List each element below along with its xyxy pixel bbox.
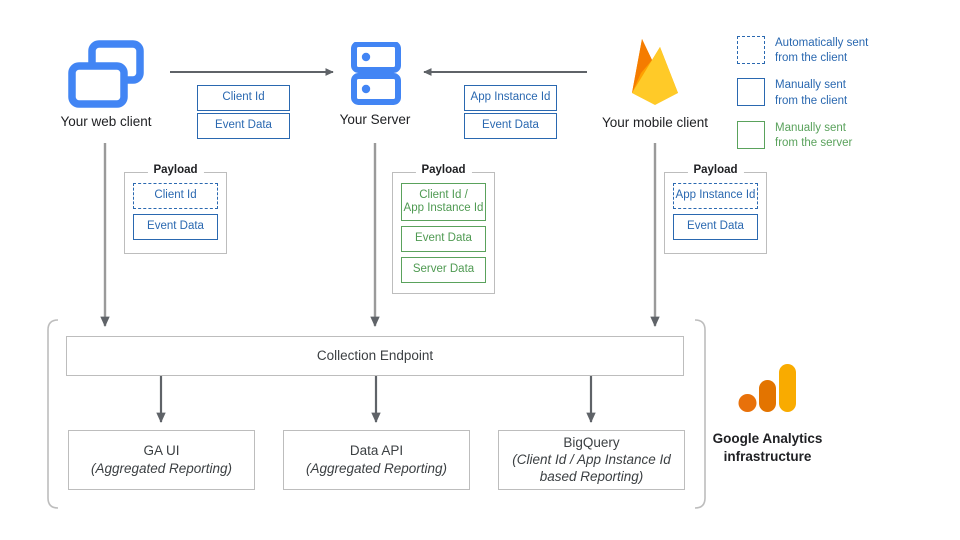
collection-endpoint-box[interactable]: Collection Endpoint bbox=[66, 336, 684, 376]
payload-item-client-id-app-instance-id: Client Id / App Instance Id bbox=[401, 183, 486, 221]
collection-endpoint-label: Collection Endpoint bbox=[316, 348, 434, 364]
google-analytics-label: Google Analytics infrastructure bbox=[712, 431, 823, 464]
infrastructure-bracket-right bbox=[694, 319, 706, 509]
chip-client-id: Client Id bbox=[197, 85, 290, 111]
server-rack-icon bbox=[351, 42, 401, 105]
payload-legend: Payload bbox=[147, 164, 204, 176]
chip-app-instance-id: App Instance Id bbox=[464, 85, 557, 111]
payload-item-server-data: Server Data bbox=[401, 257, 486, 283]
google-analytics-brand: Google Analytics infrastructure bbox=[700, 362, 835, 465]
legend-item-manual-client: Manually sent from the client bbox=[737, 78, 937, 108]
payload-item-client-id: Client Id bbox=[133, 183, 218, 209]
output-title: Data API bbox=[349, 443, 404, 459]
server-label: Your Server bbox=[339, 112, 411, 127]
payload-group-web-client: Payload Client Id Event Data bbox=[124, 164, 227, 254]
payload-legend: Payload bbox=[415, 164, 472, 176]
output-subtitle: (Client Id / App Instance Id based Repor… bbox=[512, 451, 671, 484]
output-title: GA UI bbox=[143, 443, 180, 459]
payload-item-app-instance-id: App Instance Id bbox=[673, 183, 758, 209]
transit-chips-web-to-server: Client Id Event Data bbox=[197, 85, 290, 139]
payload-item-event-data: Event Data bbox=[401, 226, 486, 252]
legend: Automatically sent from the client Manua… bbox=[737, 36, 937, 151]
payload-item-event-data: Event Data bbox=[133, 214, 218, 240]
legend-item-manual-server: Manually sent from the server bbox=[737, 120, 937, 151]
legend-label: Manually sent from the client bbox=[775, 79, 848, 107]
legend-label: Automatically sent from the client bbox=[775, 37, 869, 65]
legend-swatch-solid-blue bbox=[737, 78, 765, 107]
firebase-flame-icon bbox=[632, 39, 678, 105]
node-web-client: Your web client bbox=[58, 38, 154, 129]
payload-group-mobile-client: Payload App Instance Id Event Data bbox=[664, 164, 767, 254]
legend-label: Manually sent from the server bbox=[775, 121, 853, 149]
transit-chips-mobile-to-server: App Instance Id Event Data bbox=[464, 85, 557, 139]
chip-event-data: Event Data bbox=[197, 113, 290, 139]
payload-group-server: Payload Client Id / App Instance Id Even… bbox=[392, 164, 495, 294]
legend-item-auto-client: Automatically sent from the client bbox=[737, 36, 937, 66]
output-box-bigquery[interactable]: BigQuery (Client Id / App Instance Id ba… bbox=[498, 430, 685, 490]
output-box-ga-ui[interactable]: GA UI (Aggregated Reporting) bbox=[68, 430, 255, 490]
web-windows-icon bbox=[68, 40, 144, 108]
legend-swatch-dashed-blue bbox=[737, 36, 765, 64]
payload-legend: Payload bbox=[687, 164, 744, 176]
web-client-label: Your web client bbox=[60, 114, 152, 129]
google-analytics-logo bbox=[738, 364, 796, 412]
mobile-client-label: Your mobile client bbox=[601, 115, 709, 130]
node-mobile-client: Your mobile client bbox=[590, 33, 720, 130]
output-subtitle: (Aggregated Reporting) bbox=[90, 461, 233, 476]
output-box-data-api[interactable]: Data API (Aggregated Reporting) bbox=[283, 430, 470, 490]
output-subtitle: (Aggregated Reporting) bbox=[305, 461, 448, 476]
legend-swatch-solid-green bbox=[737, 120, 765, 149]
chip-event-data: Event Data bbox=[464, 113, 557, 139]
node-server: Your Server bbox=[332, 42, 418, 127]
output-title: BigQuery bbox=[563, 435, 620, 451]
infrastructure-bracket-left bbox=[47, 319, 59, 509]
payload-item-event-data: Event Data bbox=[673, 214, 758, 240]
